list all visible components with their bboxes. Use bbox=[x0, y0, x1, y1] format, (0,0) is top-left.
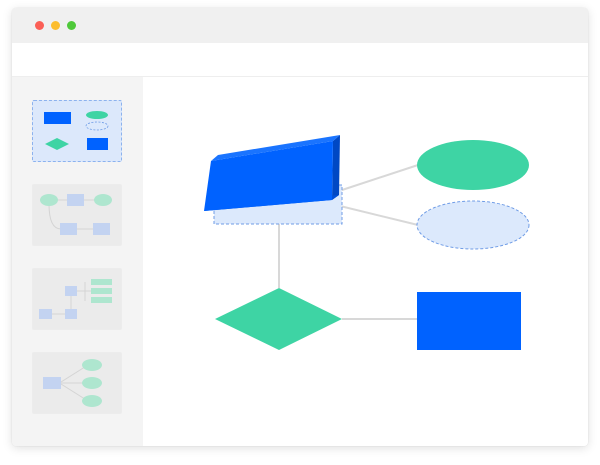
tilted-rectangle-shape[interactable] bbox=[204, 141, 333, 211]
connector-line bbox=[335, 164, 419, 193]
thumb-rect-shape bbox=[67, 194, 84, 206]
thumb-dashed-ellipse-shape bbox=[85, 121, 109, 131]
ellipse-shape-dashed[interactable] bbox=[416, 200, 530, 250]
thumbnail-tree-preview bbox=[39, 279, 112, 319]
diagram-canvas[interactable] bbox=[143, 77, 588, 446]
toolbar bbox=[12, 43, 588, 77]
thumb-list-item bbox=[91, 279, 112, 285]
thumb-rect-shape bbox=[65, 309, 77, 319]
minimize-window-button[interactable] bbox=[51, 21, 60, 30]
thumb-rect-shape bbox=[60, 223, 77, 235]
thumb-square-shape bbox=[87, 138, 108, 150]
app-window bbox=[12, 8, 588, 446]
thumbnail-mindmap-preview bbox=[43, 359, 102, 407]
thumb-rect-shape bbox=[39, 309, 52, 319]
thumb-ellipse-shape bbox=[82, 359, 102, 371]
thumb-connector bbox=[48, 203, 62, 230]
maximize-window-button[interactable] bbox=[67, 21, 76, 30]
title-bar bbox=[12, 8, 588, 43]
thumb-list-item bbox=[91, 288, 112, 294]
thumbnail-flowchart-preview bbox=[40, 194, 112, 235]
rectangle-shape[interactable] bbox=[417, 292, 521, 350]
template-sidebar bbox=[12, 77, 143, 446]
tilted-rect-top bbox=[211, 135, 340, 161]
diamond-shape[interactable] bbox=[215, 288, 342, 350]
connector-line bbox=[335, 204, 419, 226]
thumb-list-item bbox=[91, 297, 112, 303]
thumb-ellipse-shape bbox=[86, 111, 108, 119]
template-thumbnail-flowchart[interactable] bbox=[32, 184, 122, 246]
thumb-rect-shape bbox=[65, 286, 77, 296]
diagram-drawing bbox=[204, 135, 530, 350]
close-window-button[interactable] bbox=[35, 21, 44, 30]
thumb-ellipse-shape bbox=[94, 194, 112, 206]
template-thumbnail-tree[interactable] bbox=[32, 268, 122, 330]
tilted-rect-side bbox=[332, 135, 340, 200]
ellipse-shape-green[interactable] bbox=[417, 140, 529, 190]
thumb-rect-shape bbox=[44, 112, 71, 124]
thumb-ellipse-shape bbox=[82, 377, 102, 389]
thumb-ellipse-shape bbox=[40, 194, 58, 206]
thumb-diamond-shape bbox=[45, 138, 69, 150]
thumbnail-shapes-preview bbox=[44, 111, 109, 150]
template-thumbnail-shapes[interactable] bbox=[32, 100, 122, 162]
thumb-ellipse-shape bbox=[82, 395, 102, 407]
thumb-rect-shape bbox=[43, 377, 61, 389]
template-thumbnail-mindmap[interactable] bbox=[32, 352, 122, 414]
thumb-rect-shape bbox=[93, 223, 110, 235]
